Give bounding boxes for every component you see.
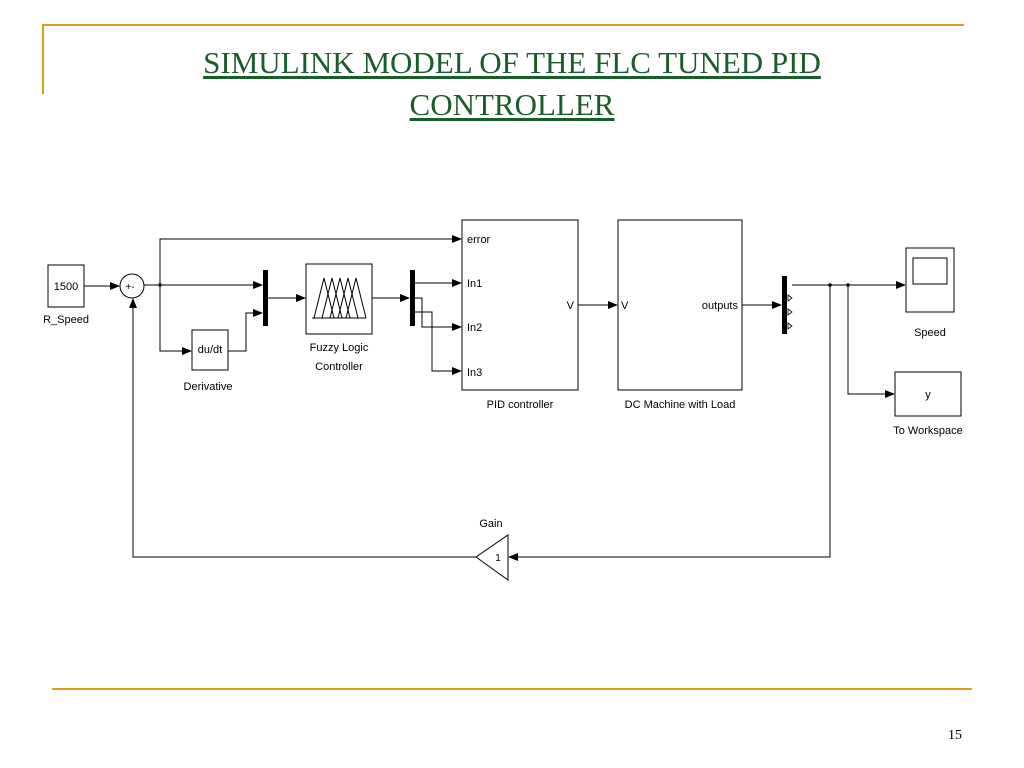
pid-controller-block[interactable]: error In1 In2 In3 V bbox=[461, 219, 579, 391]
scope-label: Speed bbox=[914, 327, 946, 339]
gain-value: 1 bbox=[495, 553, 501, 564]
to-workspace-block[interactable]: y bbox=[894, 371, 962, 417]
workspace-label: To Workspace bbox=[893, 425, 963, 437]
fuzzy-label-line2: Controller bbox=[315, 361, 363, 373]
gain-block[interactable]: 1 bbox=[475, 534, 509, 581]
constant-value: 1500 bbox=[54, 281, 78, 293]
derivative-block[interactable]: du/dt bbox=[191, 329, 229, 371]
gain-label: Gain bbox=[479, 518, 502, 530]
frame-left-line bbox=[42, 24, 44, 94]
constant-block[interactable]: 1500 bbox=[47, 264, 85, 308]
page-number: 15 bbox=[948, 728, 962, 743]
demux-bar[interactable] bbox=[410, 270, 415, 326]
mux-bar-1[interactable] bbox=[263, 270, 268, 326]
derivative-text: du/dt bbox=[198, 344, 222, 356]
scope-block[interactable] bbox=[905, 247, 955, 313]
dc-port-v: V bbox=[621, 300, 629, 312]
pid-port-in3: In3 bbox=[467, 367, 482, 379]
dc-port-outputs: outputs bbox=[702, 300, 739, 312]
workspace-variable: y bbox=[925, 389, 931, 401]
fuzzy-label-line1: Fuzzy Logic bbox=[310, 342, 369, 354]
pid-port-v: V bbox=[567, 300, 575, 312]
bus-selector-block[interactable] bbox=[782, 276, 793, 334]
pid-port-in1: In1 bbox=[467, 278, 482, 290]
slide-title: SIMULINK MODEL OF THE FLC TUNED PID CONT… bbox=[203, 45, 821, 122]
frame-top-line bbox=[42, 24, 964, 26]
pid-label: PID controller bbox=[487, 399, 554, 411]
fuzzy-controller-block[interactable] bbox=[305, 263, 373, 335]
pid-port-in2: In2 bbox=[467, 322, 482, 334]
membership-functions-icon bbox=[312, 277, 367, 319]
pid-port-error: error bbox=[467, 234, 491, 246]
sum-block[interactable]: +- bbox=[119, 273, 145, 299]
constant-label: R_Speed bbox=[43, 314, 89, 326]
dc-machine-block[interactable]: V outputs bbox=[617, 219, 743, 391]
scope-screen-icon bbox=[912, 257, 948, 285]
dc-machine-label: DC Machine with Load bbox=[625, 399, 736, 411]
sum-signs: +- bbox=[125, 282, 134, 293]
junction-dots bbox=[158, 283, 850, 287]
frame-bottom-line bbox=[52, 688, 972, 690]
signal-lines bbox=[84, 235, 906, 561]
derivative-label: Derivative bbox=[184, 381, 233, 393]
